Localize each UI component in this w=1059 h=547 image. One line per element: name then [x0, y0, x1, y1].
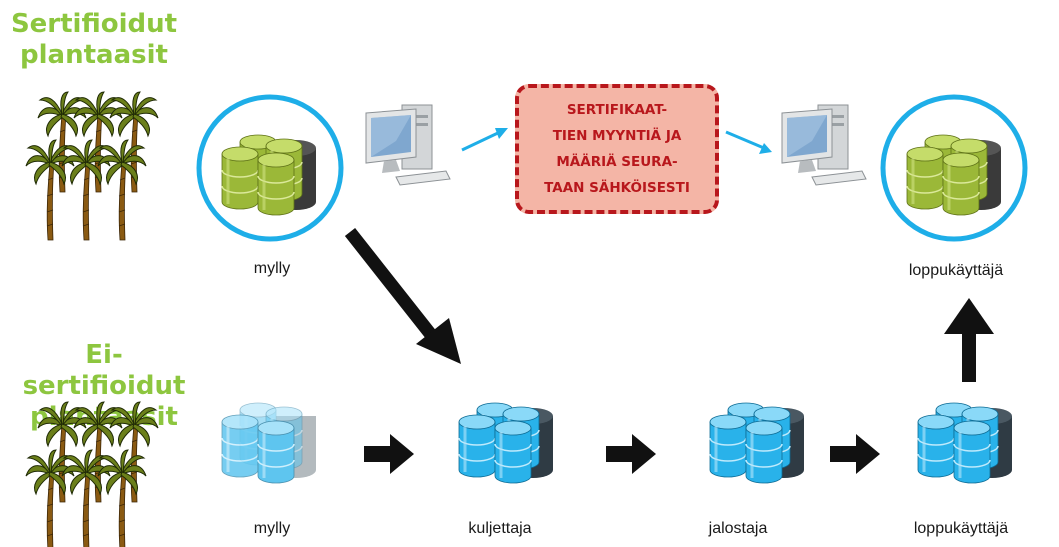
chain-label-transporter: kuljettaja [468, 520, 532, 537]
computer-icon [781, 104, 867, 186]
uncertified-end-user-drums-icon [918, 403, 1012, 483]
chain-label-mill: mylly [253, 520, 291, 537]
diagonal-arrow-icon [344, 227, 461, 364]
certified-palm-grove-icon [26, 92, 158, 240]
uncertified-mill-drums-icon [222, 403, 316, 483]
chain-label-end-user: loppukäyttäjä [913, 520, 1009, 537]
certified-mill-drums-icon [222, 135, 316, 215]
chain-label-refiner: jalostaja [708, 520, 768, 537]
right-arrow-icon [364, 434, 414, 474]
right-arrow-icon [606, 434, 656, 474]
certified-end-user-drums-icon [907, 135, 1001, 215]
data-flow-arrow-icon [461, 128, 508, 152]
refiner-drums-icon [710, 403, 804, 483]
data-flow-arrow-icon [725, 130, 772, 154]
certified-plantations-title: Sertifioidut plantaasit [10, 9, 178, 70]
transporter-drums-icon [459, 403, 553, 483]
up-arrow-icon [944, 298, 994, 382]
right-arrow-icon [830, 434, 880, 474]
computer-icon [365, 104, 451, 186]
electronic-tracking-text: SERTIFIKAAT- TIEN MYYNTIÄ JA MÄÄRIÄ SEUR… [544, 102, 690, 196]
electronic-tracking-box: SERTIFIKAAT- TIEN MYYNTIÄ JA MÄÄRIÄ SEUR… [515, 84, 719, 214]
uncertified-palm-grove-icon [26, 402, 158, 547]
certified-end-user-label: loppukäyttäjä [908, 262, 1004, 279]
certified-mill-label: mylly [253, 260, 291, 277]
